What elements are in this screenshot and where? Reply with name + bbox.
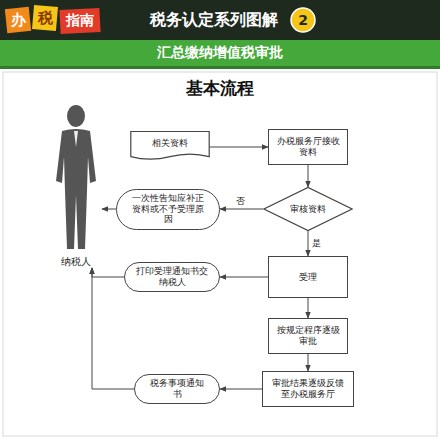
node-text: 税务事项通知书 xyxy=(146,378,208,400)
process-box: 办税服务厅接收资料 xyxy=(268,129,348,165)
taxpayer-figure: 纳税人 xyxy=(50,92,102,268)
band-edge xyxy=(0,66,440,69)
terminator-box: 税务事项通知书 xyxy=(134,374,220,404)
node-text: 相关资料 xyxy=(152,138,188,149)
process-box: 审批结果逐级反馈至办税服务厅 xyxy=(262,371,354,407)
header-band xyxy=(0,0,440,40)
badge-word: 指南 xyxy=(66,12,94,30)
badge-char: 办 xyxy=(11,11,26,30)
flow-arrow xyxy=(220,389,262,390)
figure-label: 纳税人 xyxy=(61,256,91,268)
flow-arrow xyxy=(308,165,309,187)
process-box: 按规定程序逐级审批 xyxy=(268,318,348,354)
flow-arrow xyxy=(102,209,116,210)
number-badge xyxy=(291,8,315,32)
document-shape: 相关资料 xyxy=(130,131,210,163)
node-text: 按规定程序逐级审批 xyxy=(275,325,341,347)
node-text: 受理 xyxy=(299,272,317,283)
flow-arrow xyxy=(92,268,124,277)
series-title: 税务认定系列图解 xyxy=(150,10,278,31)
node-text: 审批结果逐级反馈至办税服务厅 xyxy=(269,378,347,400)
flow-arrow xyxy=(220,209,263,210)
decision-diamond: 审核资料 xyxy=(263,187,353,231)
diagram-title: 汇总缴纳增值税审批 xyxy=(157,44,283,62)
node-text: 审核资料 xyxy=(290,204,326,215)
badge-tile xyxy=(59,8,100,34)
badge-char: 税 xyxy=(38,9,53,28)
flow-arrow xyxy=(308,354,309,371)
node-text: 打印受理通知书交纳税人 xyxy=(136,266,208,288)
person-silhouette xyxy=(50,103,102,253)
terminator-box: 一次性告知应补正资料或不予受理原因 xyxy=(116,189,220,230)
section-heading: 基本流程 xyxy=(186,77,254,100)
content-frame xyxy=(3,72,437,436)
badge-tile xyxy=(32,5,58,31)
badge-tile xyxy=(5,7,31,33)
subtitle-band xyxy=(0,40,440,66)
node-text: 一次性告知应补正资料或不予受理原因 xyxy=(128,193,208,225)
terminator-box: 打印受理通知书交纳税人 xyxy=(124,262,220,292)
series-number: 2 xyxy=(298,12,308,28)
edge-label: 否 xyxy=(235,195,246,208)
flow-arrow xyxy=(220,277,268,278)
process-box: 受理 xyxy=(268,256,348,298)
edge-label: 是 xyxy=(311,237,322,250)
flow-arrow xyxy=(308,231,309,256)
flow-arrow xyxy=(210,147,268,148)
node-text: 办税服务厅接收资料 xyxy=(275,136,341,158)
flow-arrow xyxy=(308,298,309,318)
